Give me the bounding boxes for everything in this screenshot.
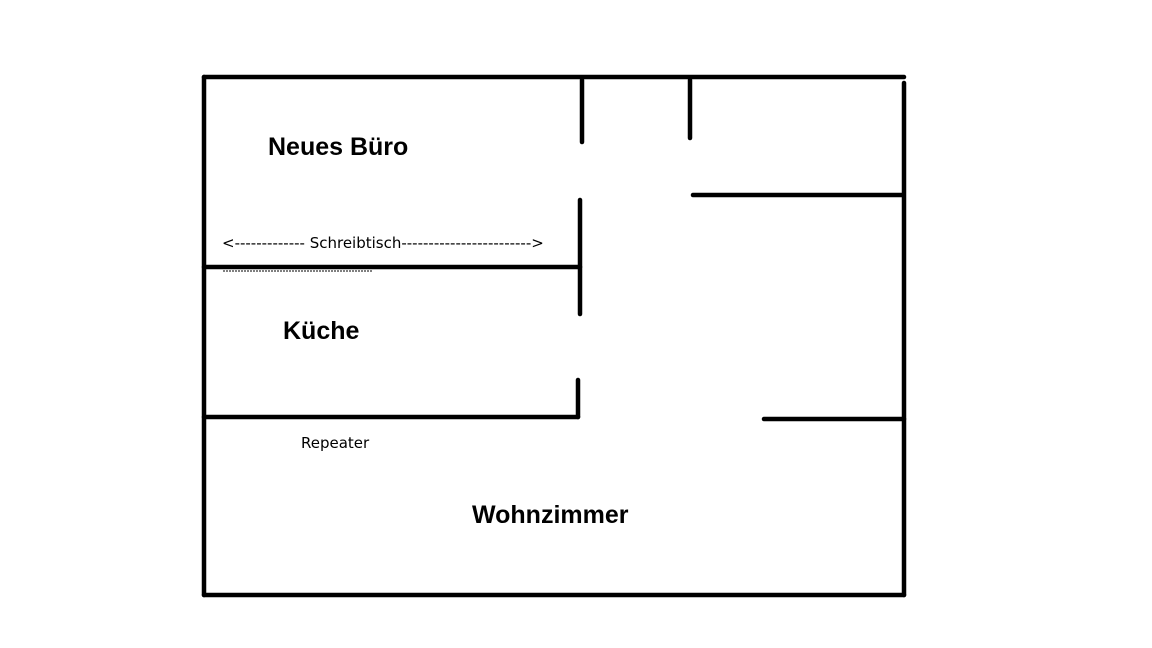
room-label-kueche: Küche [283, 317, 360, 345]
room-label-neues-buero: Neues Büro [268, 133, 408, 161]
room-label-wohnzimmer: Wohnzimmer [472, 501, 629, 529]
desk-annotation: <------------- Schreibtisch-------------… [222, 234, 544, 252]
repeater-annotation: Repeater [301, 434, 370, 452]
